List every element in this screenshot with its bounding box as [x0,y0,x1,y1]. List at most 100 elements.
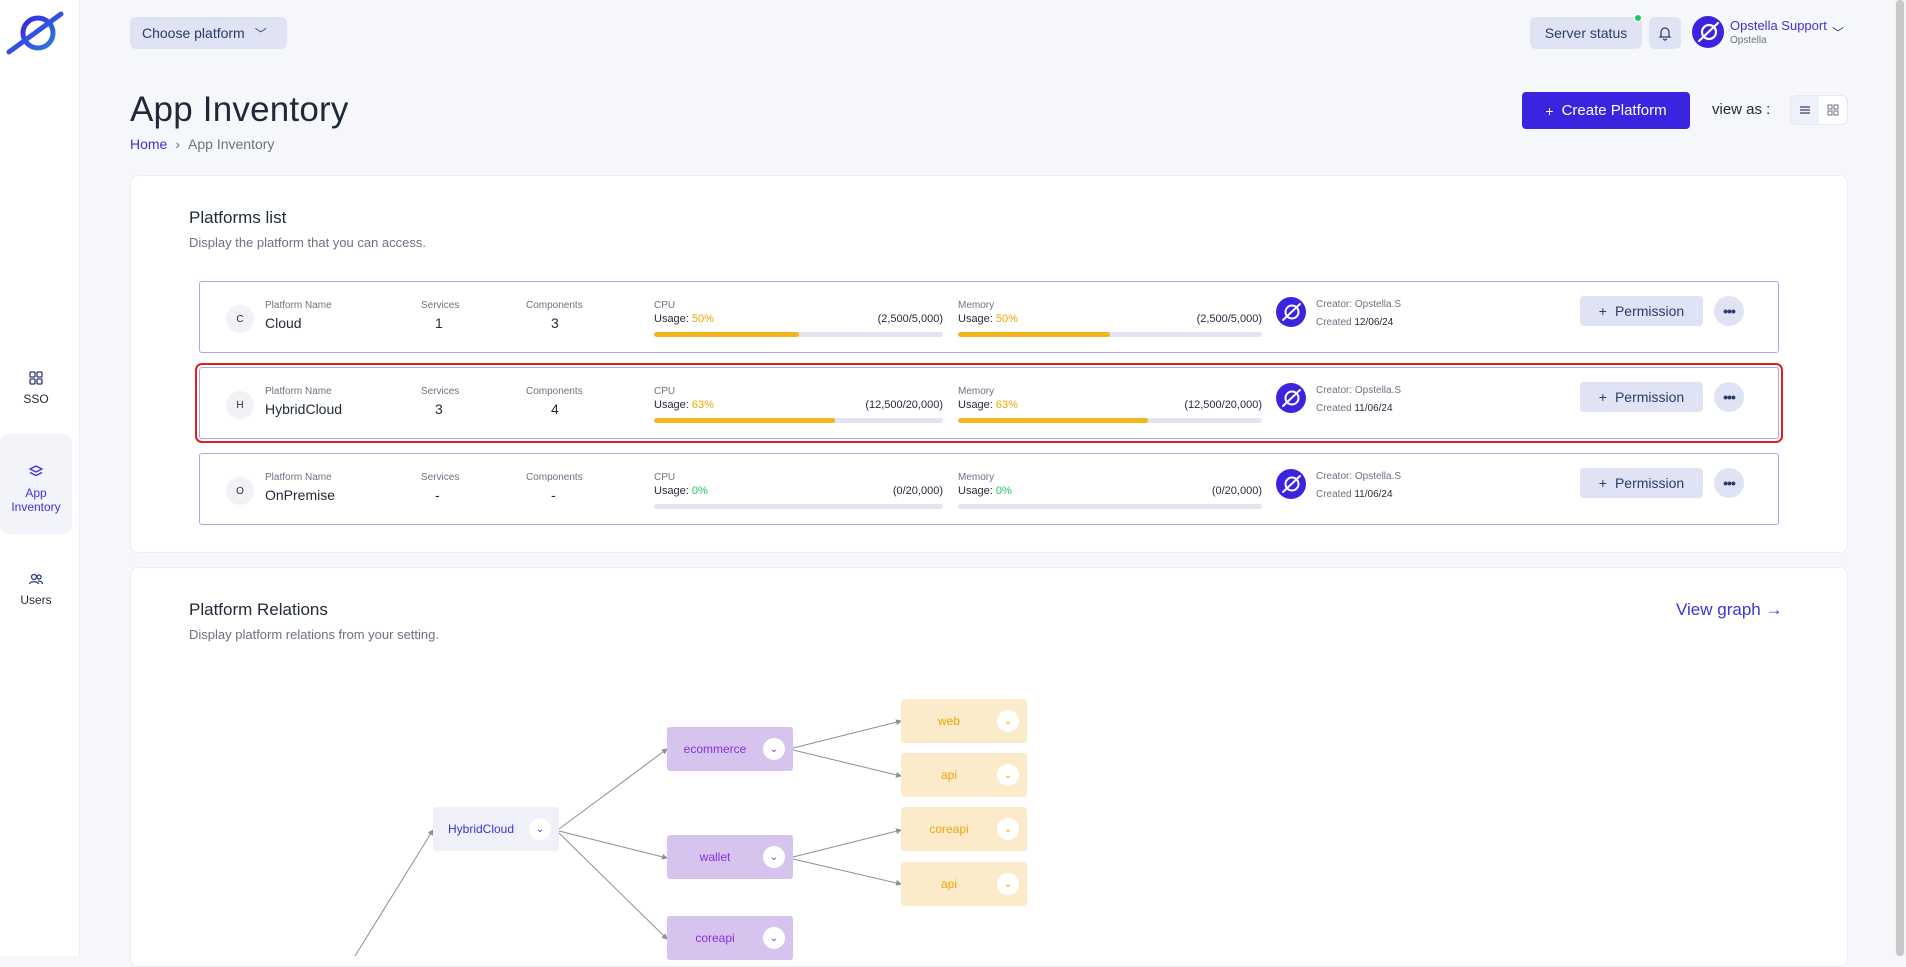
memory-usage-percent: 0% [995,485,1012,497]
chevron-down-icon[interactable]: ⌄ [763,927,785,949]
sidebar: SSO App Inventory Users [0,0,80,956]
platform-name[interactable]: OnPremise [265,487,336,503]
cpu-label: CPU [654,472,676,483]
ellipsis-icon: ••• [1723,303,1736,319]
memory-usage-bar-fill [958,418,1148,423]
sidebar-item-users[interactable]: Users [0,571,72,607]
chevron-down-icon[interactable]: ⌄ [997,710,1019,732]
chevron-down-icon[interactable]: ﹀ [1832,26,1845,40]
grid-icon [29,371,43,385]
choose-platform-dropdown[interactable]: Choose platform ﹀ [130,17,287,49]
plus-icon: + [1598,475,1607,491]
memory-usage: Usage: 50% [958,313,1018,325]
graph-node-coreapi[interactable]: coreapi ⌄ [667,916,793,960]
services-label: Services [421,386,460,397]
usage-label: Usage: [654,485,689,497]
created-date: Created 12/06/24 [1316,317,1393,328]
breadcrumb-home-link[interactable]: Home [130,136,168,152]
chevron-right-icon: › [175,136,181,152]
chevron-down-icon[interactable]: ⌄ [997,873,1019,895]
chevron-down-icon[interactable]: ⌄ [763,846,785,868]
cpu-usage-bar-fill [654,418,835,423]
graph-node-wallet[interactable]: wallet⌄ [667,835,793,879]
memory-label: Memory [958,386,995,397]
create-platform-label: Create Platform [1561,102,1667,119]
graph-node-api-2[interactable]: api⌄ [901,862,1027,906]
sidebar-item-sso[interactable]: SSO [0,370,72,406]
server-status-button[interactable]: Server status [1530,17,1642,49]
chevron-down-icon[interactable]: ⌄ [997,818,1019,840]
plus-icon: + [1545,102,1554,119]
memory-usage-percent: 50% [995,313,1018,325]
permission-button[interactable]: +Permission [1580,468,1703,498]
platform-relations-subtitle: Display platform relations from your set… [189,627,439,642]
users-icon [28,573,44,585]
services-count: - [435,487,440,503]
chevron-down-icon[interactable]: ⌄ [763,738,785,760]
permission-label: Permission [1614,303,1685,319]
cpu-usage: Usage: 50% [654,313,714,325]
sidebar-item-label: App Inventory [11,486,61,514]
scrollbar-thumb[interactable] [1896,0,1904,956]
chevron-down-icon[interactable]: ⌄ [529,818,551,840]
platform-name-label: Platform Name [265,386,332,397]
page-title: App Inventory [130,90,349,129]
services-label: Services [421,472,460,483]
created-label: Created [1316,403,1352,414]
view-graph-link[interactable]: View graph → [1676,600,1782,620]
more-options-button[interactable]: ••• [1714,296,1744,326]
graph-node-coreapi-leaf[interactable]: coreapi ⌄ [901,807,1027,851]
ellipsis-icon: ••• [1723,475,1736,491]
breadcrumb: Home › App Inventory [130,136,274,152]
platform-initial-avatar: O [226,477,254,505]
cpu-usage-bar [654,504,943,509]
permission-button[interactable]: + Permission [1580,296,1703,326]
opstella-logo-icon[interactable] [5,8,65,56]
page-scrollbar[interactable] [1894,0,1906,956]
sidebar-item-app-inventory[interactable]: App Inventory [0,434,72,534]
graph-node-web[interactable]: web⌄ [901,699,1027,743]
graph-node-api[interactable]: api ⌄ [901,753,1027,797]
more-options-button[interactable]: ••• [1714,468,1744,498]
services-label: Services [421,300,460,311]
platform-name[interactable]: Cloud [265,315,302,331]
memory-usage: Usage: 63% [958,399,1018,411]
graph-node-label: api [940,768,957,782]
memory-usage: Usage: 0% [958,485,1012,497]
components-count: 4 [551,401,559,417]
created-date-value: 11/06/24 [1354,489,1393,500]
permission-button[interactable]: +Permission [1580,382,1703,412]
notifications-button[interactable] [1649,17,1681,49]
usage-label: Usage: [654,313,689,325]
creator-avatar [1276,297,1306,327]
plus-icon: + [1598,389,1607,405]
grid-view-button[interactable] [1819,96,1847,124]
platform-name[interactable]: HybridCloud [265,401,343,417]
memory-usage-bar [958,332,1262,337]
more-options-button[interactable]: ••• [1714,382,1744,412]
plus-icon: + [1598,303,1607,319]
platform-initial-avatar: H [226,391,254,419]
list-view-button[interactable] [1791,96,1819,124]
memory-usage-bar-fill [958,332,1110,337]
user-name[interactable]: Opstella Support [1730,18,1827,33]
user-avatar[interactable] [1692,16,1724,48]
graph-node-label: coreapi [695,931,735,945]
created-label: Created [1316,317,1352,328]
chevron-down-icon[interactable]: ⌄ [997,764,1019,786]
cpu-usage: Usage: 63% [654,399,714,411]
list-icon [1800,106,1810,114]
platforms-list-subtitle: Display the platform that you can access… [189,235,427,250]
usage-label: Usage: [958,485,993,497]
create-platform-button[interactable]: + Create Platform [1522,92,1690,129]
graph-node-hybridcloud[interactable]: HybridCloud⌄ [433,807,559,851]
graph-node-ecommerce[interactable]: ecommerce⌄ [667,727,793,771]
breadcrumb-current: App Inventory [188,136,275,152]
created-date: Created 11/06/24 [1316,403,1393,414]
graph-node-label: coreapi [929,822,969,836]
creator-avatar [1276,469,1306,499]
